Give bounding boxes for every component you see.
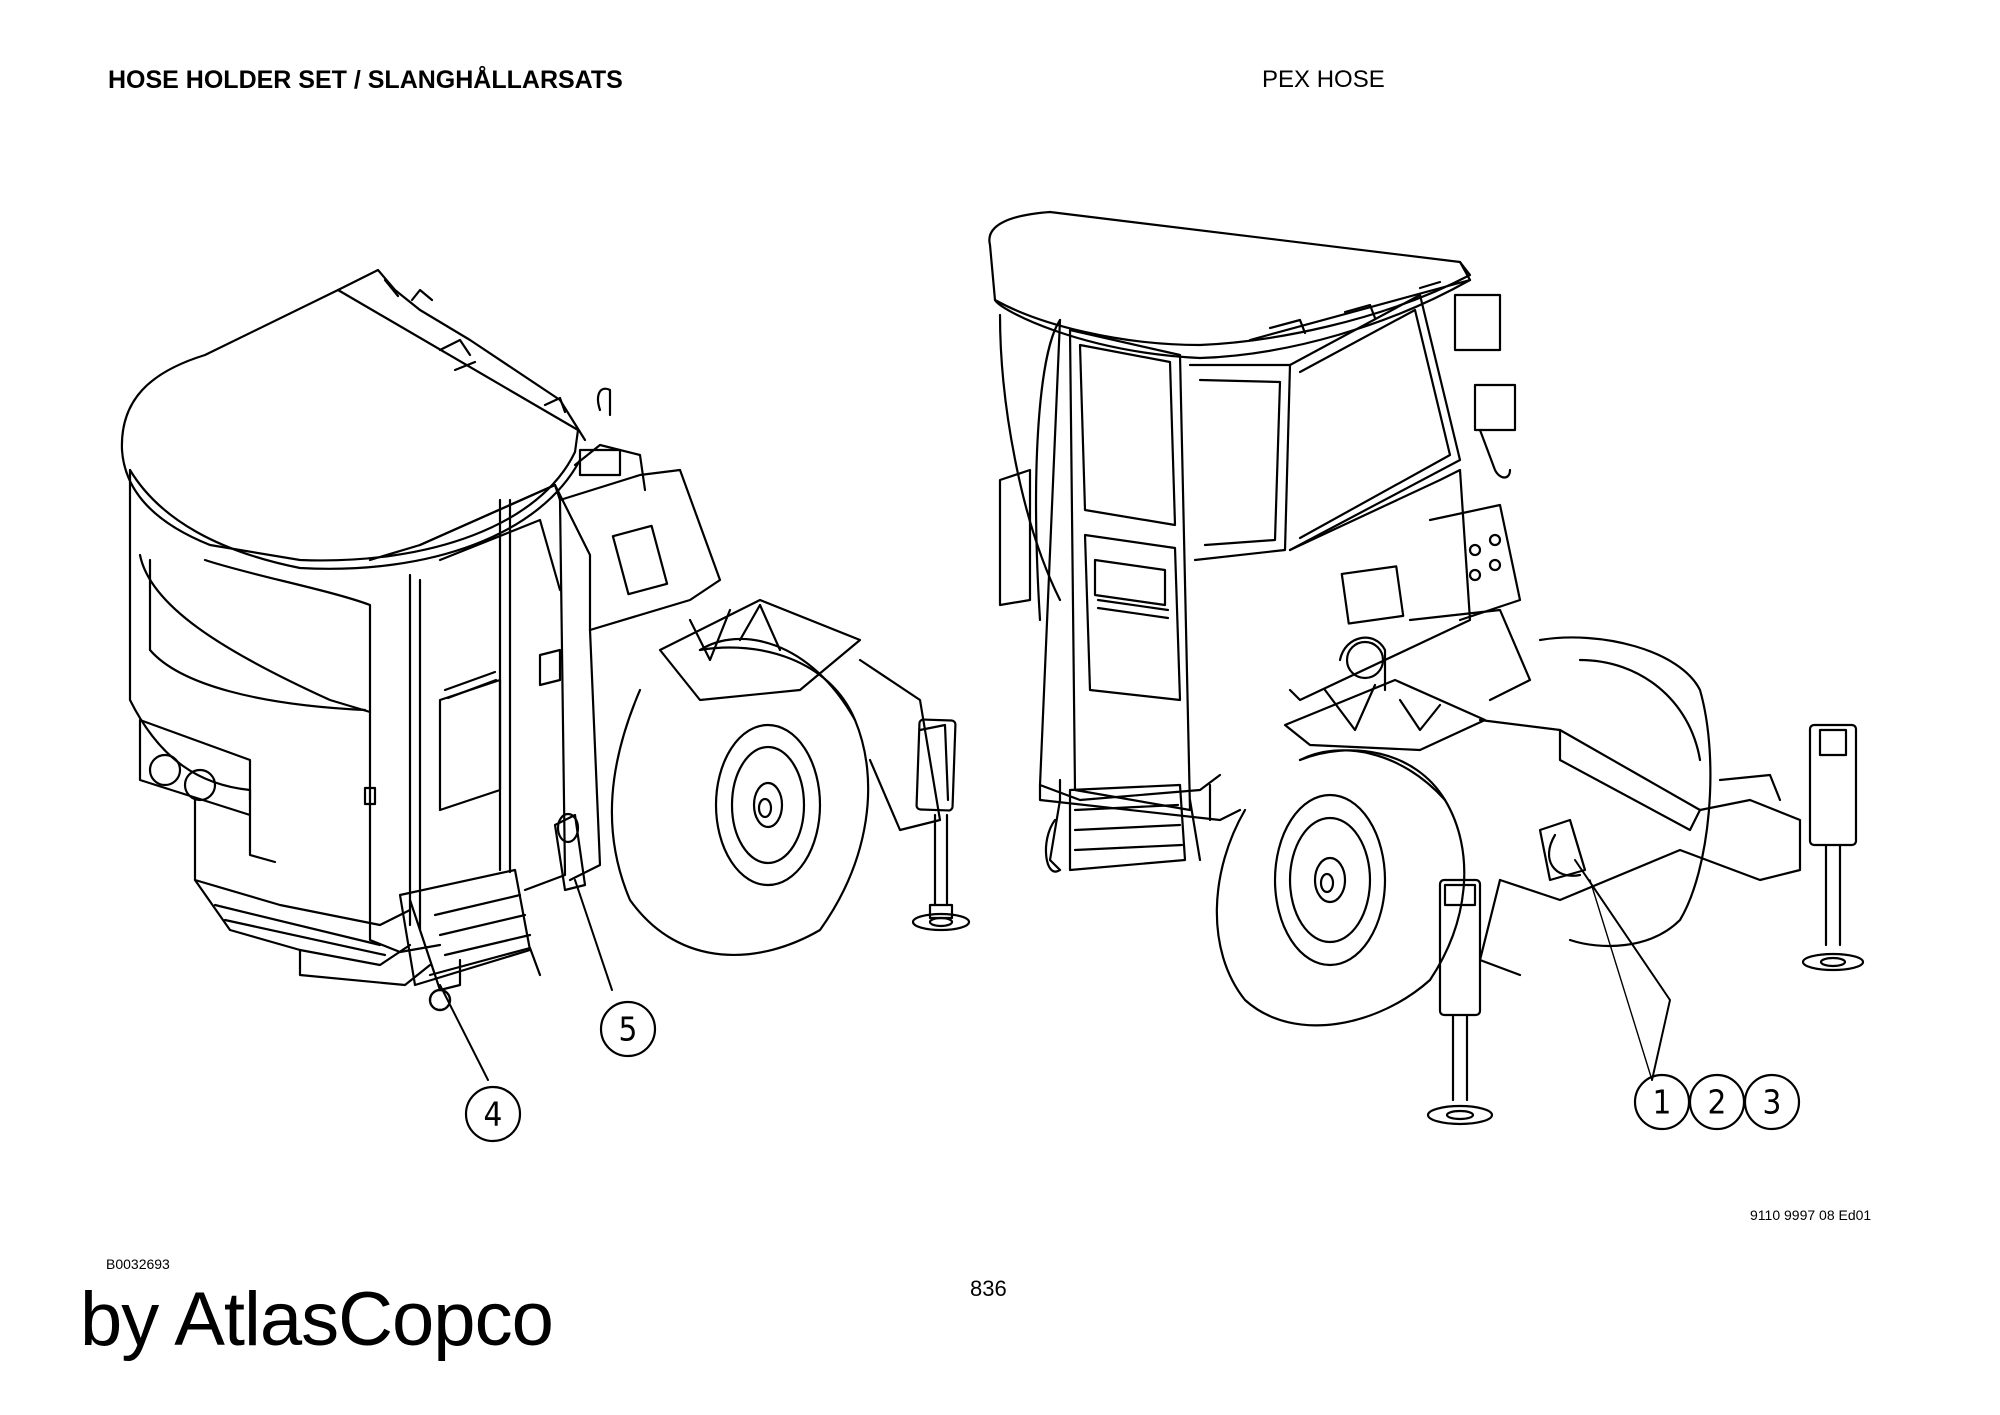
left-vehicle-drawing	[120, 268, 971, 1012]
callout-circle-5	[599, 1000, 657, 1058]
page-title: HOSE HOLDER SET / SLANGHÅLLARSATS	[108, 66, 623, 94]
leader-line-5	[574, 879, 613, 991]
figure-id: B0032693	[106, 1256, 170, 1272]
brand-watermark: by AtlasCopco	[80, 1277, 554, 1362]
callout-label-5: 5	[619, 1010, 638, 1049]
callout-circle-3	[1743, 1073, 1801, 1131]
right-vehicle-drawing	[988, 210, 1865, 1126]
callout-label-2: 2	[1708, 1083, 1727, 1122]
leader-line-4	[439, 984, 489, 1081]
left-cab-roof	[120, 288, 580, 562]
page-subtitle: PEX HOSE	[1262, 66, 1385, 93]
right-step-ladder	[1044, 783, 1202, 873]
callout-circle-4	[464, 1085, 522, 1143]
right-cab-roof	[988, 210, 1472, 347]
page-number: 836	[970, 1276, 1007, 1301]
left-step-ladder	[398, 868, 542, 1012]
left-drum-wheel	[610, 637, 870, 957]
callout-leaders	[439, 859, 1671, 1081]
callout-circles	[464, 1000, 1801, 1143]
callout-label-1: 1	[1653, 1083, 1672, 1122]
callout-label-3: 3	[1763, 1083, 1782, 1122]
leader-line-123	[1574, 859, 1671, 1081]
callout-label-4: 4	[484, 1095, 503, 1134]
document-reference: 9110 9997 08 Ed01	[1750, 1207, 1872, 1223]
right-drum-wheel	[1215, 749, 1466, 1027]
